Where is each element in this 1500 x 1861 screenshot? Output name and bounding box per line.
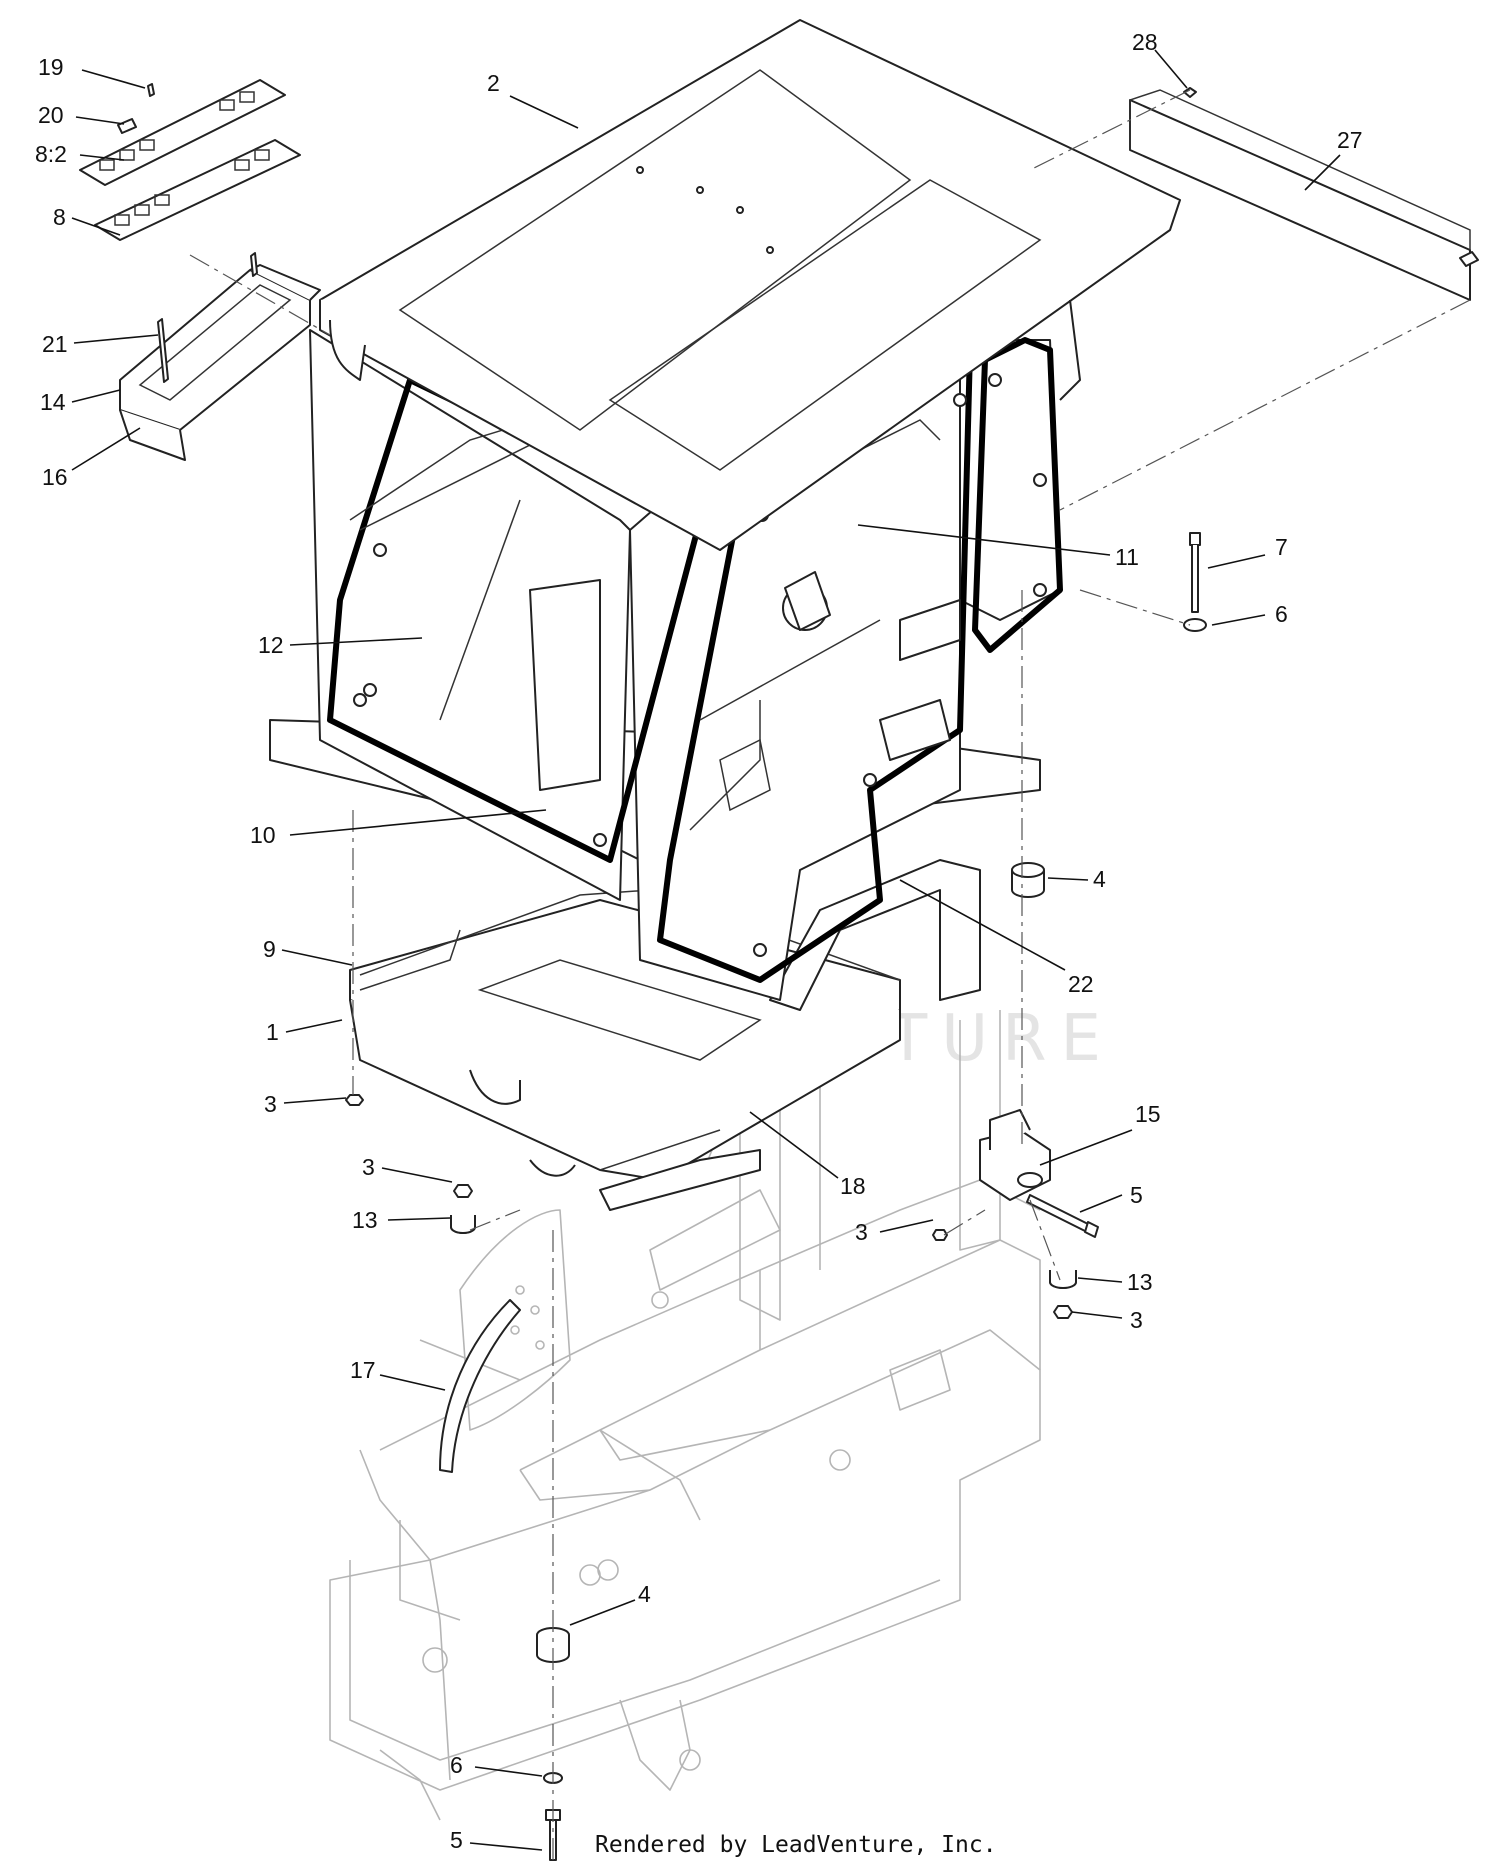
trim-strip	[439, 1299, 521, 1473]
callout-7: 7	[1275, 534, 1288, 560]
leader-lines	[71, 49, 1341, 1851]
callout-3-center: 3	[362, 1154, 375, 1180]
callout-3-left: 3	[264, 1091, 277, 1117]
callout-27: 27	[1337, 127, 1363, 153]
callout-10: 10	[250, 822, 276, 848]
callout-21: 21	[42, 331, 68, 357]
callout-8: 8	[53, 204, 66, 230]
switch-panels	[79, 79, 301, 241]
callout-11: 11	[1115, 544, 1139, 570]
callout-6-bottom: 6	[450, 1752, 463, 1778]
callout-5-bottom: 5	[450, 1827, 463, 1853]
alignment-lines	[189, 89, 1471, 1860]
callout-16: 16	[42, 464, 68, 490]
callout-14: 14	[40, 389, 66, 415]
callout-1: 1	[266, 1019, 279, 1045]
roof	[319, 19, 1181, 551]
footer-credit: Rendered by LeadVenture, Inc.	[595, 1832, 997, 1858]
storage-tray	[119, 252, 321, 461]
window-seal-right	[972, 337, 1063, 653]
screw-28	[1183, 87, 1197, 98]
callout-13-left: 13	[352, 1207, 378, 1233]
callout-5-right: 5	[1130, 1182, 1143, 1208]
callout-22: 22	[1068, 971, 1094, 997]
callout-12: 12	[258, 632, 284, 658]
callout-9: 9	[263, 936, 276, 962]
callout-20: 20	[38, 102, 64, 128]
callout-28: 28	[1132, 29, 1158, 55]
callout-4-bottom: 4	[638, 1581, 651, 1607]
callout-18: 18	[840, 1173, 866, 1199]
callout-labels: 19 20 8:2 8 21 14 16 2 28 27 11 7 6 12 1…	[35, 29, 1363, 1853]
callout-19: 19	[38, 54, 64, 80]
callout-6-top: 6	[1275, 601, 1288, 627]
callout-3-mid: 3	[855, 1219, 868, 1245]
callout-17: 17	[350, 1357, 376, 1383]
fender-plate	[459, 1209, 571, 1431]
callout-3-right: 3	[1130, 1307, 1143, 1333]
callout-15: 15	[1135, 1101, 1161, 1127]
callout-8-2: 8:2	[35, 141, 67, 167]
callout-2: 2	[487, 70, 500, 96]
callout-13-right: 13	[1127, 1269, 1153, 1295]
rear-light-bar	[1129, 89, 1479, 301]
callout-4-top: 4	[1093, 866, 1106, 892]
